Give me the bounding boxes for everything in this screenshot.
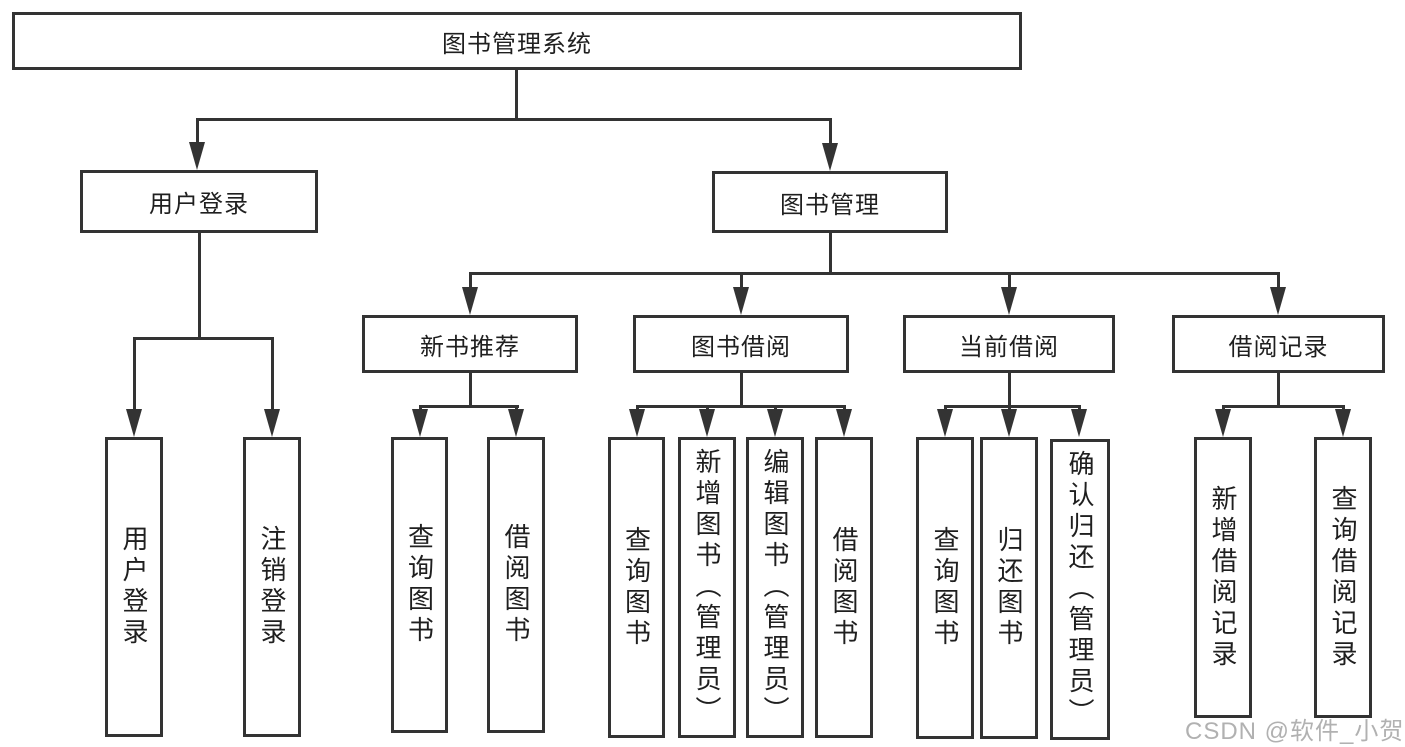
arrowhead-leaf (264, 409, 280, 437)
node-label: 图书管理系统 (442, 30, 592, 58)
node-leaf-query-books-2: 查询图书 (608, 437, 665, 738)
connector-stem-book-mgmt (829, 118, 832, 144)
connector-stem-records (1277, 272, 1280, 289)
arrowhead-leaf (1071, 409, 1087, 437)
connector-bookmgmt-stem (829, 233, 832, 272)
connector-userlogin-stem (198, 233, 201, 340)
arrowhead-leaf (126, 409, 142, 437)
node-label: 编辑图书（管理员） (760, 448, 790, 727)
connector-borrowrecords-stem (1277, 373, 1280, 407)
arrowhead-records (1270, 287, 1286, 315)
node-new-books: 新书推荐 (362, 315, 578, 373)
node-book-mgmt: 图书管理 (712, 171, 948, 233)
arrowhead-new-books (462, 287, 478, 315)
node-book-borrow: 图书借阅 (633, 315, 849, 373)
connector-bookborrow-split (636, 405, 846, 408)
arrowhead-user-login (189, 142, 205, 170)
connector-stem-borrow (740, 272, 743, 289)
node-leaf-user-login: 用户登录 (105, 437, 163, 737)
arrowhead-leaf (1215, 409, 1231, 437)
node-label: 查询借阅记录 (1328, 484, 1358, 671)
node-label: 查询图书 (404, 523, 435, 647)
arrowhead-book-mgmt (822, 143, 838, 171)
node-leaf-add-borrow-record: 新增借阅记录 (1194, 437, 1252, 718)
node-leaf-edit-books-admin: 编辑图书（管理员） (746, 437, 804, 738)
node-leaf-add-books-admin: 新增图书（管理员） (678, 437, 736, 738)
node-label: 新书推荐 (420, 333, 520, 361)
connector-newbooks-split (419, 405, 519, 408)
node-label: 借阅图书 (829, 525, 859, 650)
node-label: 用户登录 (119, 525, 149, 649)
node-leaf-query-books-1: 查询图书 (391, 437, 448, 733)
connector-userlogin-split (133, 337, 274, 340)
node-label: 查询图书 (621, 525, 652, 650)
arrowhead-leaf (767, 409, 783, 437)
node-label: 查询图书 (930, 526, 960, 650)
arrowhead-leaf (836, 409, 852, 437)
connector-currentborrow-split (944, 405, 1081, 408)
connector-newbooks-stem (469, 373, 472, 407)
node-label: 新增图书（管理员） (692, 448, 722, 727)
connector-bookmgmt-split (469, 272, 1280, 275)
arrowhead-leaf (508, 409, 524, 437)
node-label: 图书管理 (780, 191, 880, 219)
node-label: 归还图书 (994, 526, 1024, 650)
connector-borrowrecords-split (1222, 405, 1345, 408)
node-label: 当前借阅 (959, 333, 1059, 361)
node-leaf-borrow-books-2: 借阅图书 (815, 437, 873, 738)
node-label: 确认归还（管理员） (1065, 450, 1095, 729)
connector-stem-leaf (271, 337, 274, 411)
node-user-login: 用户登录 (80, 170, 318, 233)
node-label: 新增借阅记录 (1208, 484, 1238, 671)
arrowhead-leaf (1335, 409, 1351, 437)
connector-root-stem (515, 70, 518, 118)
connector-stem-current (1008, 272, 1011, 289)
node-leaf-borrow-books-1: 借阅图书 (487, 437, 545, 733)
node-leaf-query-borrow-record: 查询借阅记录 (1314, 437, 1372, 718)
node-label: 借阅图书 (501, 523, 531, 647)
csdn-watermark: CSDN @软件_小贺同学 (1185, 718, 1405, 745)
connector-stem-new-books (469, 272, 472, 289)
arrowhead-current (1001, 287, 1017, 315)
node-label: 注销登录 (257, 525, 287, 649)
node-borrow-records: 借阅记录 (1172, 315, 1385, 373)
arrowhead-leaf (412, 409, 428, 437)
node-label: 图书借阅 (691, 333, 791, 361)
connector-stem-leaf (133, 337, 136, 411)
node-leaf-return-books: 归还图书 (980, 437, 1038, 739)
node-label: 借阅记录 (1228, 333, 1329, 361)
node-current-borrow: 当前借阅 (903, 315, 1115, 373)
node-leaf-logout: 注销登录 (243, 437, 301, 737)
node-leaf-confirm-return-admin: 确认归还（管理员） (1050, 439, 1110, 740)
connector-stem-user-login (196, 118, 199, 144)
arrowhead-leaf (629, 409, 645, 437)
node-leaf-query-books-3: 查询图书 (916, 437, 974, 739)
arrowhead-borrow (733, 287, 749, 315)
arrowhead-leaf (699, 409, 715, 437)
connector-bookborrow-stem (740, 373, 743, 407)
arrowhead-leaf (937, 409, 953, 437)
connector-currentborrow-stem (1008, 373, 1011, 407)
arrowhead-leaf (1001, 409, 1017, 437)
node-library-system: 图书管理系统 (12, 12, 1022, 70)
node-label: 用户登录 (149, 191, 249, 218)
connector-root-split (196, 118, 832, 121)
